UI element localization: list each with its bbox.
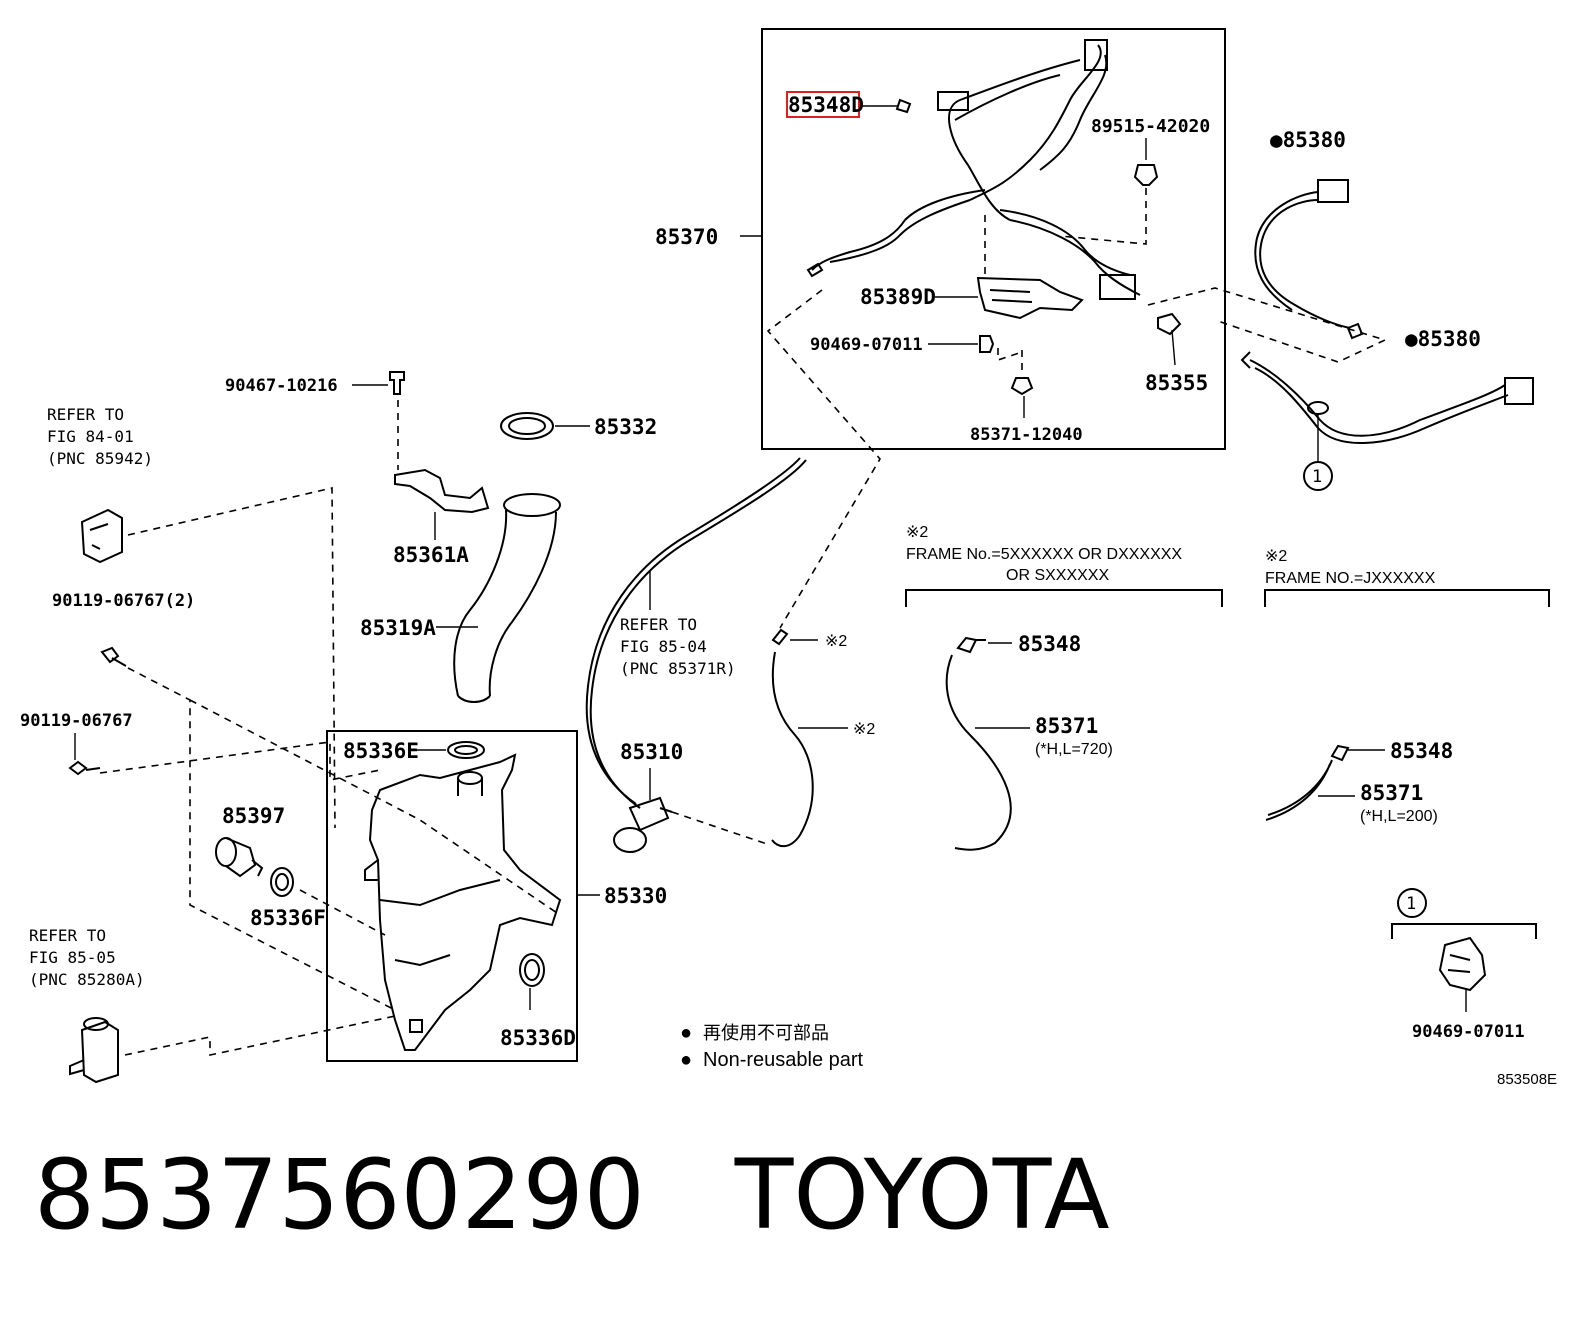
cable-85380-bottom (1240, 351, 1534, 445)
callout-1-b: 1 (1406, 894, 1416, 914)
hose-85371-a-icon (945, 654, 1012, 851)
label-85348-a: 85348 (1018, 632, 1081, 656)
frame1-line1: FRAME No.=5XXXXXX OR DXXXXXX (906, 546, 1182, 563)
callout-circle-1-b (1397, 888, 1427, 918)
label-85371-a: 85371 (1035, 714, 1098, 738)
cable-85380-top (1254, 179, 1364, 340)
label-85348-b: 85348 (1390, 739, 1453, 763)
brand-name: TOYOTA (734, 1139, 1110, 1251)
grommet-85336d-icon (519, 953, 545, 987)
bolt-90119-b-icon (68, 760, 101, 776)
clip-85371-12040-icon (1010, 377, 1034, 396)
legend-bullet-en: ● (680, 1049, 692, 1071)
frame2-bracket (1264, 589, 1550, 607)
label-85319a: 85319A (360, 616, 436, 640)
label-85336d: 85336D (500, 1026, 576, 1050)
clip-90469-top-icon (979, 335, 995, 353)
refer-85-05-line3: (PNC 85280A) (29, 970, 145, 989)
refer-84-01-line1: REFER TO (47, 405, 124, 424)
label-85336e: 85336E (343, 739, 419, 763)
label-85389d: 85389D (860, 285, 936, 309)
frame1-line2: OR SXXXXXX (1006, 567, 1109, 584)
cap-85332-icon (500, 412, 554, 440)
mark-2-center-a: ※2 (825, 633, 847, 650)
washer-tank-85330-icon (364, 753, 562, 1051)
label-90467-10216: 90467-10216 (225, 376, 338, 396)
label-85348d[interactable]: 85348D (788, 93, 864, 117)
clip-90469-bottom-icon (1438, 936, 1487, 992)
figure-code: 853508E (1497, 1071, 1557, 1088)
washer-pump-85280a-icon (69, 1017, 119, 1084)
label-85332: 85332 (594, 415, 657, 439)
wire-harness-85370 (806, 39, 1141, 300)
frame2-line1: FRAME NO.=JXXXXXX (1265, 570, 1436, 587)
label-85330: 85330 (604, 884, 667, 908)
label-85371-a-note: (*H,L=720) (1035, 741, 1113, 758)
callout-1-a: 1 (1312, 467, 1322, 487)
label-85371-12040: 85371-12040 (970, 425, 1083, 445)
label-85397: 85397 (222, 804, 285, 828)
callout-circle-1-a (1303, 461, 1333, 491)
label-90119-06767: 90119-06767 (20, 711, 133, 731)
label-85361a: 85361A (393, 543, 469, 567)
refer-84-01-line2: FIG 84-01 (47, 427, 134, 446)
sensor-89515-icon (1133, 164, 1159, 186)
frame2-mark: ※2 (1265, 548, 1287, 565)
part-number: 8537560290 (34, 1139, 645, 1251)
label-85336f: 85336F (250, 906, 326, 930)
tank-group-box (326, 730, 578, 1062)
refer-84-01-line3: (PNC 85942) (47, 449, 153, 468)
filler-pipe-85319a-icon (453, 493, 561, 703)
grommet-85336f-icon (270, 867, 294, 897)
label-89515-42020: 89515-42020 (1091, 116, 1210, 137)
bracket-85361a-icon (394, 468, 490, 514)
mark-2-center-b: ※2 (853, 721, 875, 738)
bolt-90467-icon (389, 371, 405, 395)
connector-center-icon (771, 628, 789, 646)
connector-85348-a-icon (956, 636, 986, 654)
hose-center-icon (771, 651, 814, 848)
part-footer: 8537560290 TOYOTA (34, 1140, 1110, 1250)
seal-85336e-icon (447, 741, 485, 759)
label-85371-b: 85371 (1360, 781, 1423, 805)
frame1-mark: ※2 (906, 524, 928, 541)
frame1-bracket (905, 589, 1223, 607)
label-90469-07011-top: 90469-07011 (810, 335, 923, 355)
refer-85-04-line1: REFER TO (620, 615, 697, 634)
hose-85371-b-icon (1265, 759, 1333, 821)
refer-85-04-line3: (PNC 85371R) (620, 659, 736, 678)
washer-motor-85310-icon (613, 796, 673, 853)
label-85310: 85310 (620, 740, 683, 764)
level-sensor-85397-icon (215, 837, 264, 878)
legend: ● 再使用不可部品 ● Non-reusable part (680, 1022, 864, 1071)
harness-group-box (761, 28, 1226, 450)
legend-en-text: Non-reusable part (703, 1049, 864, 1071)
label-85371-b-note: (*H,L=200) (1360, 808, 1438, 825)
refer-85-05-line1: REFER TO (29, 926, 106, 945)
highlight-box-85348d (786, 91, 860, 118)
connector-85348-b-icon (1330, 744, 1350, 762)
bolt-90119-a-icon (100, 646, 127, 667)
parts-diagram: 85370 85348D 89515-42020 85389D 90469-07… (20, 28, 1557, 1088)
clip-85355-icon (1157, 312, 1182, 336)
legend-bullet-jp: ● (680, 1022, 692, 1044)
label-85380-top: ●85380 (1270, 128, 1346, 152)
legend-jp-text: 再使用不可部品 (703, 1023, 829, 1044)
bracket-85389d-icon (976, 276, 1084, 320)
label-90469-07011-bottom: 90469-07011 (1412, 1022, 1525, 1042)
clip-85348d-icon (895, 98, 912, 114)
label-85355: 85355 (1145, 371, 1208, 395)
label-85370: 85370 (655, 225, 718, 249)
callout-1-bracket (1391, 923, 1537, 939)
refer-85-04-line2: FIG 85-04 (620, 637, 707, 656)
refer-85-05-line2: FIG 85-05 (29, 948, 116, 967)
label-85380-bottom: ●85380 (1405, 327, 1481, 351)
module-85942-icon (80, 508, 123, 564)
label-90119-06767-2: 90119-06767(2) (52, 591, 195, 611)
hose-85371r-icon (585, 457, 807, 809)
